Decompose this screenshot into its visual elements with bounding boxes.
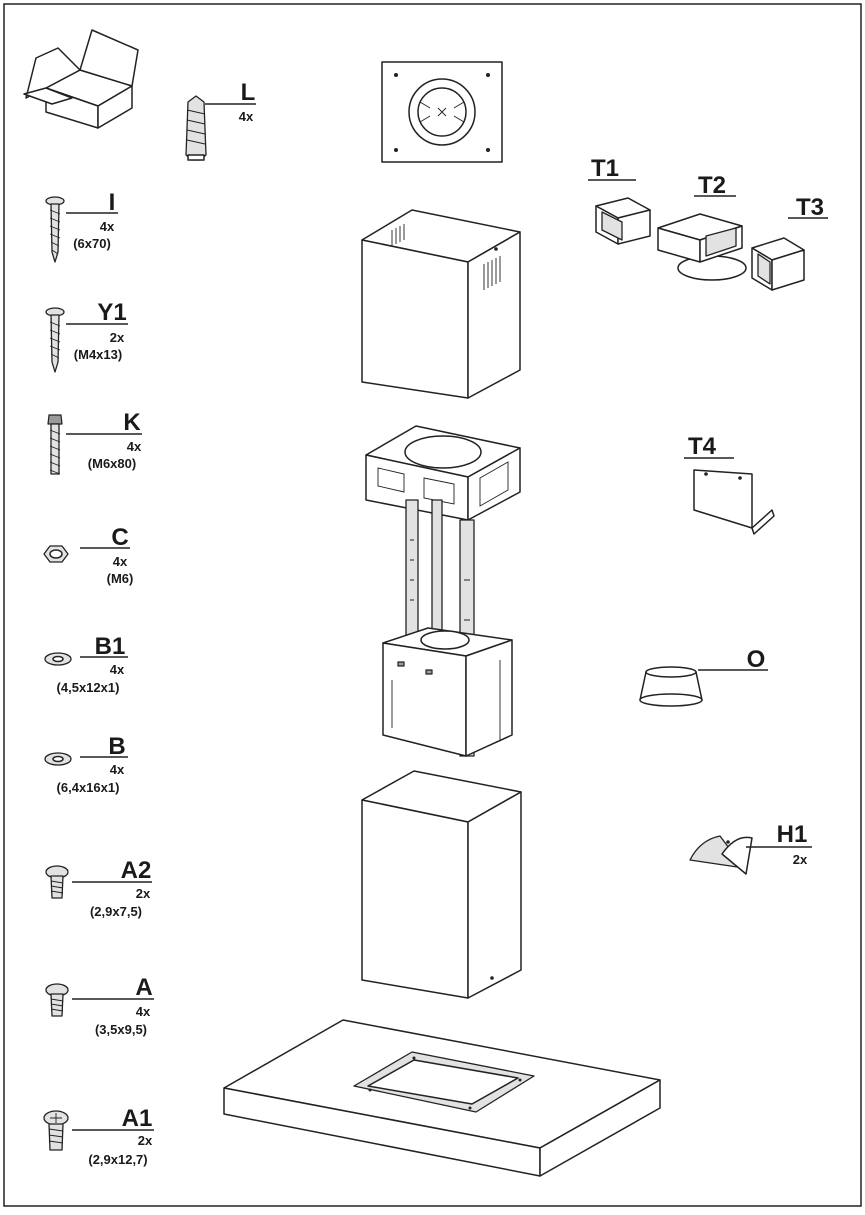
hood-canopy: [223, 1019, 661, 1177]
part-qty-b1: 4x: [110, 662, 125, 677]
part-code-a1: A1: [122, 1105, 153, 1132]
part-code-y1: Y1: [97, 299, 126, 326]
part-code-i: I: [109, 189, 116, 216]
machine-screw-icon: [45, 865, 69, 899]
part-code-h1: H1: [777, 821, 808, 848]
part-size-a2: (2,9x7,5): [90, 904, 142, 919]
part-qty-h1: 2x: [793, 852, 808, 867]
part-code-t4: T4: [688, 433, 717, 460]
part-qty-l: 4x: [239, 109, 254, 124]
upper-chimney: [361, 209, 521, 399]
lower-chimney: [361, 770, 522, 999]
part-size-c: (M6): [107, 571, 134, 586]
part-qty-y1: 2x: [110, 330, 125, 345]
duct-junction-icon: [657, 213, 747, 281]
part-code-t2: T2: [698, 172, 726, 199]
hex-bolt-icon: [47, 414, 63, 475]
part-size-b1: (4,5x12x1): [57, 680, 120, 695]
half-cover-icon: [689, 835, 753, 875]
part-qty-a: 4x: [136, 1004, 151, 1019]
machine-screw-icon: [43, 1110, 69, 1151]
part-code-b1: B1: [95, 633, 126, 660]
hex-nut-icon: [43, 545, 69, 563]
part-qty-i: 4x: [100, 219, 115, 234]
part-size-i: (6x70): [73, 236, 111, 251]
part-size-a1: (2,9x12,7): [88, 1152, 147, 1167]
part-qty-a1: 2x: [138, 1133, 153, 1148]
duct-adapter-icon: [751, 237, 805, 291]
part-code-c: C: [111, 524, 128, 551]
part-code-b: B: [108, 733, 125, 760]
screw-icon: [45, 307, 65, 373]
motor-housing: [382, 627, 513, 757]
wood-screw-icon: [45, 196, 65, 263]
duct-connector-icon: [639, 666, 703, 707]
part-size-a: (3,5x9,5): [95, 1022, 147, 1037]
part-code-a2: A2: [121, 857, 152, 884]
machine-screw-icon: [45, 983, 69, 1017]
part-code-o: O: [747, 646, 766, 673]
part-code-k: K: [123, 409, 141, 436]
part-qty-c: 4x: [113, 554, 128, 569]
part-code-a: A: [135, 974, 152, 1001]
part-qty-a2: 2x: [136, 886, 151, 901]
part-size-b: (6,4x16x1): [57, 780, 120, 795]
part-code-l: L: [241, 79, 256, 106]
part-size-y1: (M4x13): [74, 347, 122, 362]
wall-plug-icon: [185, 95, 207, 161]
box-icon: [23, 29, 139, 129]
page-frame: [3, 3, 862, 1207]
part-code-t3: T3: [796, 194, 824, 221]
part-code-t1: T1: [591, 155, 619, 182]
part-size-k: (M6x80): [88, 456, 136, 471]
part-qty-k: 4x: [127, 439, 142, 454]
duct-adapter-icon: [595, 197, 651, 245]
mounting-bracket-icon: [693, 469, 775, 535]
washer-icon: [44, 752, 72, 766]
ceiling-plate: [381, 61, 503, 163]
part-qty-b: 4x: [110, 762, 125, 777]
washer-icon: [44, 652, 72, 666]
